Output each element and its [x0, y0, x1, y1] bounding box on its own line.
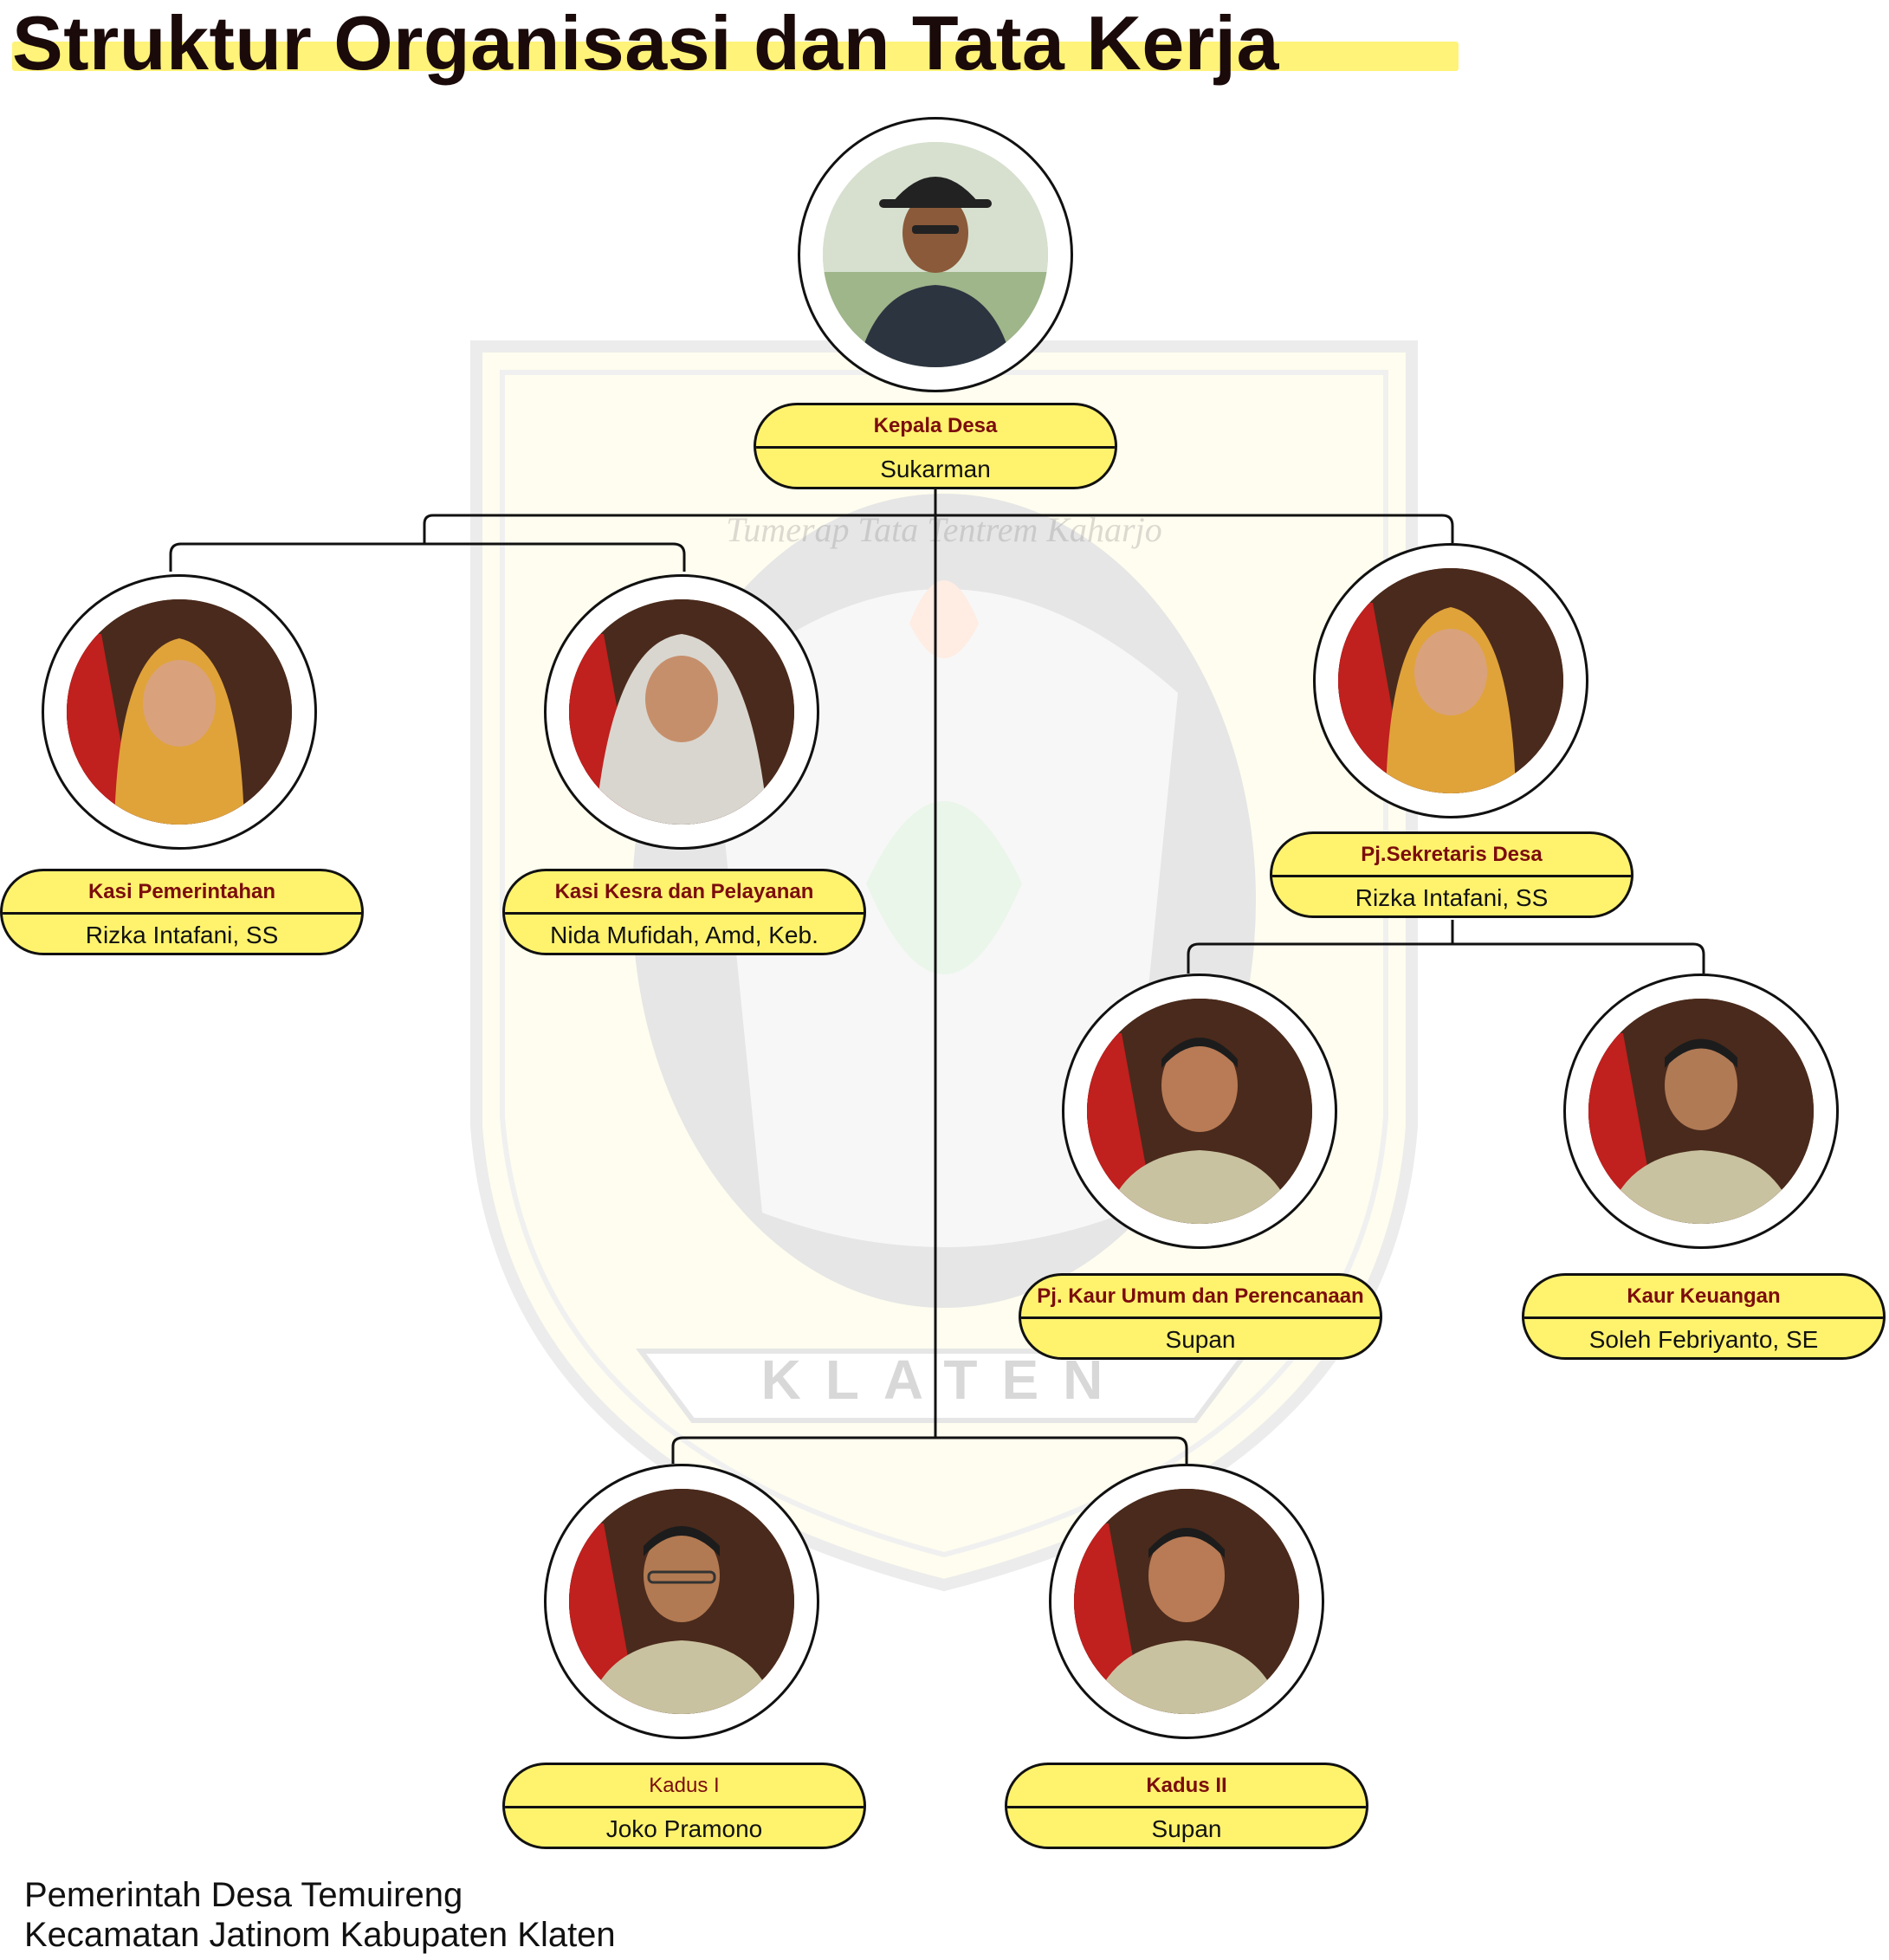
portrait-kasi-kesra — [569, 599, 794, 825]
person-name: Nida Mufidah, Amd, Keb. — [550, 922, 818, 948]
person-name: Supan — [1151, 1815, 1222, 1842]
footer-line-2: Kecamatan Jatinom Kabupaten Klaten — [24, 1916, 616, 1954]
branch-left — [169, 542, 686, 572]
role-text: Pj.Sekretaris Desa — [1272, 834, 1631, 877]
label-sekretaris-desa: Pj.Sekretaris Desa Rizka Intafani, SS — [1270, 831, 1633, 918]
footer: Pemerintah Desa Temuireng Kecamatan Jati… — [24, 1875, 616, 1955]
photo-sekretaris-desa — [1313, 543, 1588, 818]
label-kasi-kesra: Kasi Kesra dan Pelayanan Nida Mufidah, A… — [502, 869, 866, 955]
branch-kadus — [671, 1436, 1188, 1464]
portrait-kaur-keuangan — [1588, 999, 1814, 1224]
photo-kaur-keuangan — [1563, 974, 1839, 1249]
label-kaur-umum: Pj. Kaur Umum dan Perencanaan Supan — [1019, 1273, 1382, 1360]
portrait-kaur-umum — [1087, 999, 1312, 1224]
portrait-kepala-desa — [823, 142, 1048, 367]
photo-kaur-umum — [1062, 974, 1337, 1249]
role-text: Kaur Keuangan — [1524, 1276, 1883, 1319]
person-name: Soleh Febriyanto, SE — [1588, 1326, 1819, 1353]
person-name: Supan — [1165, 1326, 1236, 1353]
label-kadus-2: Kadus II Supan — [1005, 1763, 1368, 1849]
branch-top — [423, 514, 1454, 543]
role-text: Kadus II — [1007, 1765, 1366, 1808]
photo-kadus-2 — [1049, 1464, 1324, 1739]
title-block: Struktur Organisasi dan Tata Kerja — [12, 0, 1459, 86]
role-text: Kasi Pemerintahan — [3, 871, 361, 915]
person-name: Joko Pramono — [605, 1815, 763, 1842]
role-text: Kepala Desa — [756, 405, 1115, 449]
label-kadus-1: Kadus I Joko Pramono — [502, 1763, 866, 1849]
person-name: Rizka Intafani, SS — [1355, 884, 1549, 911]
photo-kasi-pemerintahan — [42, 574, 317, 850]
portrait-kadus-1 — [569, 1489, 794, 1714]
watermark-text: KLATEN — [761, 1349, 1128, 1411]
role-text: Kasi Kesra dan Pelayanan — [505, 871, 864, 915]
portrait-kadus-2 — [1074, 1489, 1299, 1714]
photo-kepala-desa — [798, 117, 1073, 392]
label-kaur-keuangan: Kaur Keuangan Soleh Febriyanto, SE — [1522, 1273, 1886, 1360]
photo-kadus-1 — [544, 1464, 819, 1739]
person-name: Rizka Intafani, SS — [85, 922, 279, 948]
role-text: Pj. Kaur Umum dan Perencanaan — [1021, 1276, 1380, 1319]
branch-kaur — [1187, 942, 1705, 974]
portrait-sekretaris-desa — [1338, 568, 1563, 793]
label-kasi-pemerintahan: Kasi Pemerintahan Rizka Intafani, SS — [0, 869, 364, 955]
page-title: Struktur Organisasi dan Tata Kerja — [12, 0, 1279, 86]
footer-line-1: Pemerintah Desa Temuireng — [24, 1876, 463, 1914]
role-text: Kadus I — [505, 1765, 864, 1808]
portrait-kasi-pemerintahan — [67, 599, 292, 825]
label-kepala-desa: Kepala Desa Sukarman — [754, 403, 1117, 489]
person-name: Sukarman — [880, 456, 991, 482]
photo-kasi-kesra — [544, 574, 819, 850]
title-highlight — [12, 42, 1459, 71]
